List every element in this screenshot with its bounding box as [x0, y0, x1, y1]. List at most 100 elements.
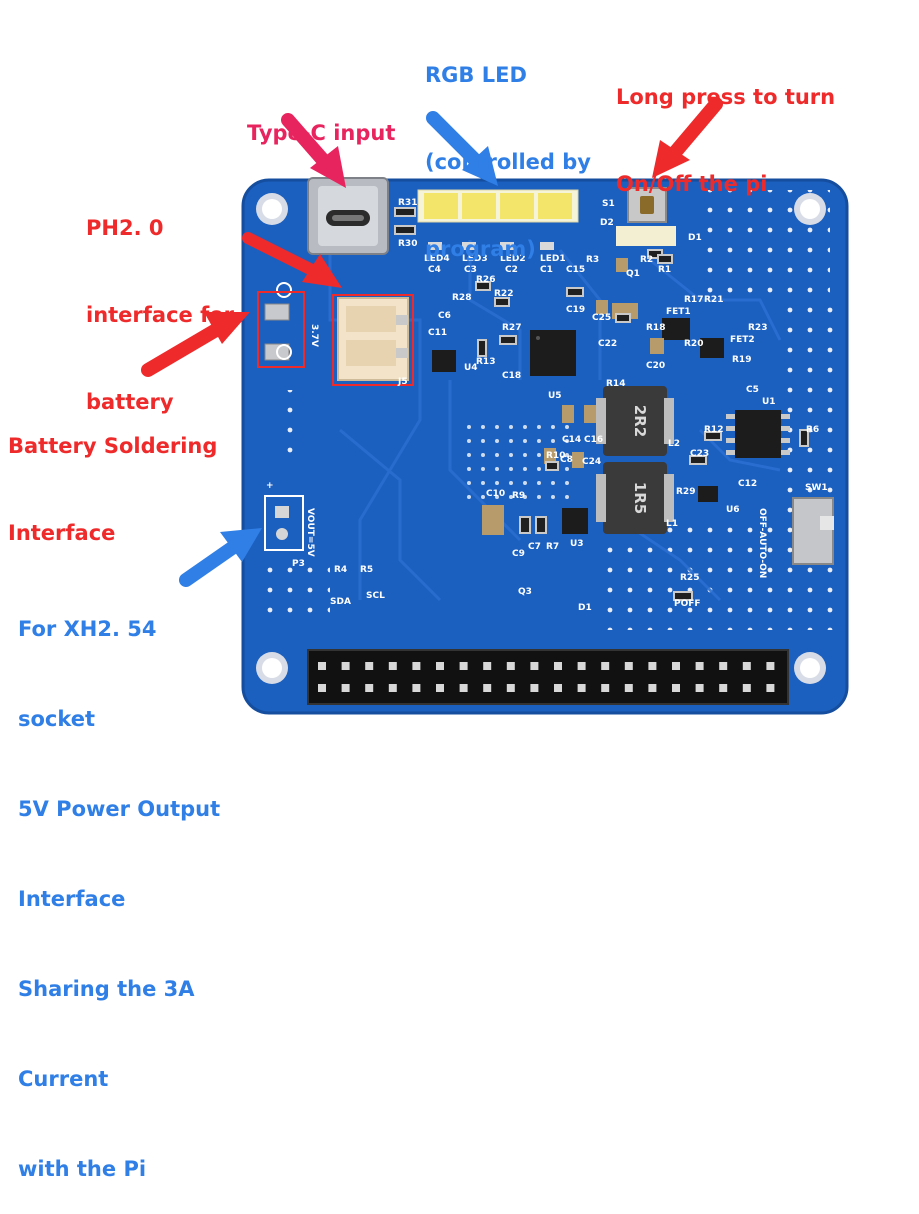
label-battery-line-2: Interface — [8, 521, 116, 545]
gpio-pin — [388, 662, 397, 670]
silk-switch-positions: OFF-AUTO-ON — [757, 508, 767, 578]
gpio-pin — [766, 684, 775, 692]
silk-j5: J5 — [397, 377, 408, 387]
ic-u4 — [432, 350, 456, 372]
gpio-pin — [766, 662, 775, 670]
silk-led2: LED2 — [500, 254, 526, 264]
silk-c6: C6 — [438, 311, 451, 321]
silk-r6: R6 — [806, 425, 819, 435]
silk-r30: R30 — [398, 239, 417, 249]
label-ph2-interface: PH2. 0 interface for battery — [86, 156, 234, 446]
silk-r18: R18 — [646, 323, 665, 333]
silk-scl: SCL — [366, 591, 385, 601]
gpio-pin — [436, 662, 444, 670]
label-ph2-line-2: interface for — [86, 303, 235, 327]
silk-r4: R4 — [334, 565, 347, 575]
mounting-hole-top-left — [256, 193, 288, 225]
silk-sda: SDA — [330, 597, 351, 607]
label-xh-line-2: socket — [18, 707, 96, 731]
gpio-pin — [530, 684, 539, 692]
silk-u3: U3 — [570, 539, 584, 549]
gpio-pin — [412, 684, 421, 692]
gpio-pin — [695, 662, 704, 670]
gpio-pin — [554, 662, 562, 670]
silk-r25: R25 — [680, 573, 699, 583]
label-power-line-2: On/Off the pi — [616, 172, 768, 196]
gpio-pin — [412, 662, 421, 670]
arrow-rgb-led — [426, 111, 498, 186]
ic-u6 — [698, 486, 718, 502]
label-typec-text: Type-C input — [247, 121, 396, 145]
label-power-button: Long press to turn On/Off the pi — [616, 25, 835, 228]
gpio-pin — [341, 684, 350, 692]
silk-r7: R7 — [546, 542, 559, 552]
silk-c2: C2 — [505, 265, 518, 275]
silk-d1: D1 — [688, 233, 702, 243]
silk-c14: C14 — [562, 435, 581, 445]
silk-plus: + — [266, 481, 274, 491]
gpio-pin — [624, 662, 633, 670]
arrow-xh-output — [179, 528, 262, 587]
slide-switch — [792, 497, 834, 565]
smd-resistor — [394, 207, 809, 601]
silk-r12: R12 — [704, 425, 723, 435]
gpio-pin — [483, 684, 492, 692]
ic-u3 — [562, 508, 588, 534]
silk-l2: L2 — [668, 439, 680, 449]
gpio-pin — [601, 662, 610, 670]
silk-r20: R20 — [684, 339, 703, 349]
silk-c24: C24 — [582, 457, 601, 467]
ic-u1 — [735, 410, 781, 458]
gpio-pin — [601, 684, 610, 692]
silk-u6: U6 — [726, 505, 740, 515]
gpio-pin — [648, 684, 657, 692]
silk-q3: Q3 — [518, 587, 532, 597]
silk-c16: C16 — [584, 435, 603, 445]
silk-fet1: FET1 — [666, 307, 691, 317]
silk-c15: C15 — [566, 265, 585, 275]
gpio-pin — [318, 662, 326, 670]
gpio-pin — [459, 684, 468, 692]
mounting-hole-top-right — [794, 193, 826, 225]
label-rgb-line-3: program) — [425, 237, 536, 261]
silk-r22: R22 — [494, 289, 513, 299]
label-xh-line-5: Sharing the 3A — [18, 977, 195, 1001]
label-rgb-led: RGB LED (controlled by program) — [425, 3, 591, 293]
gpio-pin — [742, 684, 751, 692]
xh254-output-pads — [264, 495, 304, 551]
ph2-battery-connector — [337, 297, 409, 381]
mounting-hole-bottom-left — [256, 652, 288, 684]
battery-solder-pads — [264, 282, 292, 361]
silk-fet2: FET2 — [730, 335, 755, 345]
silk-u4: U4 — [464, 363, 478, 373]
silk-c8: C8 — [560, 455, 573, 465]
silk-r17: R17 — [684, 295, 703, 305]
silk-sw1: SW1 — [805, 483, 828, 493]
label-power-line-1: Long press to turn — [616, 85, 836, 109]
power-button — [616, 187, 676, 246]
silk-c25: C25 — [592, 313, 611, 323]
capacitor — [482, 258, 664, 535]
label-xh254-output: For XH2. 54 socket 5V Power Output Inter… — [18, 554, 220, 1214]
gpio-pin — [577, 662, 586, 670]
gpio-header — [307, 649, 789, 705]
silk-d2: D2 — [600, 218, 614, 228]
silk-r23: R23 — [748, 323, 767, 333]
silk-c18: C18 — [502, 371, 521, 381]
silk-u1: U1 — [762, 397, 776, 407]
silk-r1: R1 — [658, 265, 671, 275]
label-xh-line-1: For XH2. 54 — [18, 617, 157, 641]
silk-r3: R3 — [586, 255, 599, 265]
silk-q1: Q1 — [626, 269, 640, 279]
silk-r26: R26 — [476, 275, 495, 285]
silk-c9: C9 — [512, 549, 525, 559]
silk-c10: C10 — [486, 489, 505, 499]
gpio-pin — [672, 684, 680, 692]
silk-p3: P3 — [292, 559, 305, 569]
label-ph2-line-1: PH2. 0 — [86, 216, 164, 240]
type-c-connector — [307, 177, 389, 255]
gpio-pin — [506, 662, 515, 670]
silk-led1: LED1 — [540, 254, 566, 264]
silk-r2: R2 — [640, 255, 653, 265]
silk-r14: R14 — [606, 379, 625, 389]
